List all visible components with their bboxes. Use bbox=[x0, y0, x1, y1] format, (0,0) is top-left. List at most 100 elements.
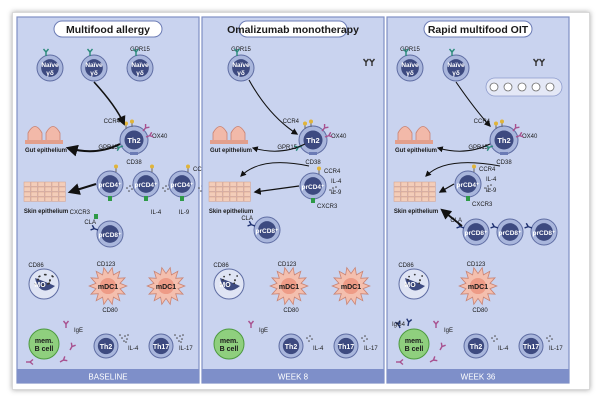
gpr15-receptor-icon bbox=[233, 48, 241, 56]
skin-cell bbox=[222, 191, 230, 197]
ox40-label: OX40 bbox=[331, 134, 347, 140]
cytokine-dot bbox=[549, 335, 551, 337]
cell-nucleus bbox=[282, 337, 300, 355]
ccr4-receptor-icon bbox=[494, 121, 498, 126]
skin-cell bbox=[400, 181, 408, 187]
skin-cell bbox=[243, 196, 251, 202]
ige-label: IgE bbox=[444, 328, 453, 334]
receptor-arm bbox=[405, 48, 410, 53]
skin-cell bbox=[421, 181, 429, 187]
receptor-stem bbox=[251, 223, 256, 227]
gut-epithelium-label: Gut epithelium bbox=[210, 148, 252, 154]
skin-cell bbox=[222, 196, 230, 202]
prcd4-label: prCD4⁺ bbox=[302, 184, 326, 191]
ccr4-receptor-icon bbox=[500, 119, 504, 124]
naive-label: Naïve bbox=[232, 62, 250, 69]
cell-nucleus bbox=[124, 130, 144, 150]
granule-dot bbox=[236, 275, 239, 277]
th2-bottom-label: Th2 bbox=[100, 344, 113, 351]
panel-title-pill bbox=[53, 20, 163, 38]
monocyte-label: MO bbox=[34, 282, 46, 289]
il9-label: IL-9 bbox=[486, 188, 497, 194]
panel-title: Multifood allergy bbox=[66, 24, 150, 36]
receptor-arm bbox=[29, 361, 34, 366]
cd86-label: CD86 bbox=[213, 263, 229, 269]
prcd4-label: prCD4⁺ bbox=[171, 182, 195, 189]
granule-dot bbox=[405, 283, 408, 286]
cytokine-dots-icon bbox=[491, 335, 498, 342]
cd123-label: CD123 bbox=[97, 262, 116, 268]
cytokine-dots-icon bbox=[546, 335, 553, 342]
monocyte-nucleus bbox=[220, 278, 240, 291]
cell-nucleus bbox=[85, 59, 103, 77]
receptor-arm bbox=[541, 58, 546, 63]
ccr4-receptor-icon bbox=[309, 119, 313, 124]
cell-nucleus bbox=[304, 177, 322, 195]
skin-epithelium-icon bbox=[208, 181, 251, 202]
skin-epithelium-icon bbox=[23, 181, 66, 202]
skin-cell bbox=[37, 186, 45, 192]
ige-antibody-icon bbox=[396, 358, 404, 366]
cytokine-dot bbox=[331, 192, 333, 194]
skin-cell bbox=[414, 191, 422, 197]
skin-cell bbox=[215, 191, 223, 197]
ccr4-label: CCR4 bbox=[474, 119, 491, 125]
receptor-stem bbox=[439, 346, 443, 351]
cytokine-dot bbox=[125, 341, 127, 343]
granule-dot bbox=[48, 279, 51, 282]
cytokine-dot bbox=[180, 341, 182, 343]
receptor-arm bbox=[408, 319, 413, 323]
cytokine-dot bbox=[551, 338, 553, 340]
memory-b-label: mem. bbox=[35, 338, 53, 345]
cytokine-dot bbox=[126, 338, 128, 340]
prcd4-label: prCD4⁺ bbox=[457, 182, 481, 189]
monocyte-label: MO bbox=[219, 282, 231, 289]
cytokine-dot bbox=[489, 188, 491, 190]
prcd8-label: prCD8⁺ bbox=[99, 232, 123, 239]
th2-to-skin-arrow bbox=[425, 162, 501, 177]
skin-cell bbox=[229, 181, 237, 187]
receptor-stem bbox=[515, 134, 520, 138]
ccr4-receptor-icon bbox=[317, 166, 321, 171]
ige-label: IgE bbox=[259, 328, 268, 334]
cd38-label: CD38 bbox=[496, 160, 512, 166]
cytokine-dot bbox=[198, 187, 200, 189]
skin-cell bbox=[44, 181, 52, 187]
cell-nucleus bbox=[173, 175, 191, 193]
receptor-stem bbox=[119, 145, 124, 149]
skin-cell bbox=[23, 181, 31, 187]
receptor-arm bbox=[149, 134, 154, 138]
panel-title-pill bbox=[238, 20, 348, 38]
receptor-arm bbox=[435, 320, 440, 325]
cytokine-dot bbox=[494, 335, 496, 337]
panel-footer bbox=[387, 369, 569, 383]
naive-label: γδ bbox=[90, 70, 98, 77]
ige-antibody-icon bbox=[62, 320, 70, 328]
cytokine-dot bbox=[311, 338, 313, 340]
cytokine-dot bbox=[182, 334, 184, 336]
memory-b-cell bbox=[398, 328, 430, 360]
skin-cell bbox=[407, 191, 415, 197]
cytokine-dot bbox=[487, 185, 489, 187]
ccr4-receptor-icon bbox=[186, 164, 190, 169]
cell-nucleus bbox=[337, 337, 355, 355]
cytokine-dots-icon bbox=[174, 334, 184, 343]
receptor-arm bbox=[441, 344, 446, 348]
receptor-arm bbox=[535, 58, 540, 63]
cytokine-dot bbox=[546, 337, 548, 339]
cell-nucleus bbox=[101, 175, 119, 193]
skin-cell bbox=[243, 191, 251, 197]
skin-cell bbox=[393, 186, 401, 192]
granule-dot bbox=[421, 275, 424, 277]
igg4-antibody-icon bbox=[406, 318, 413, 327]
naive-label: γδ bbox=[237, 70, 245, 77]
memory-b-cell bbox=[213, 328, 245, 360]
cell-nucleus bbox=[41, 59, 59, 77]
receptor-stem bbox=[321, 127, 326, 132]
cla-receptor-icon bbox=[90, 224, 99, 231]
skin-cell bbox=[208, 196, 216, 202]
monocyte-nucleus bbox=[405, 278, 425, 291]
panel-footer-label: BASELINE bbox=[88, 373, 127, 382]
ccr4-label: CCR4 bbox=[104, 119, 121, 125]
